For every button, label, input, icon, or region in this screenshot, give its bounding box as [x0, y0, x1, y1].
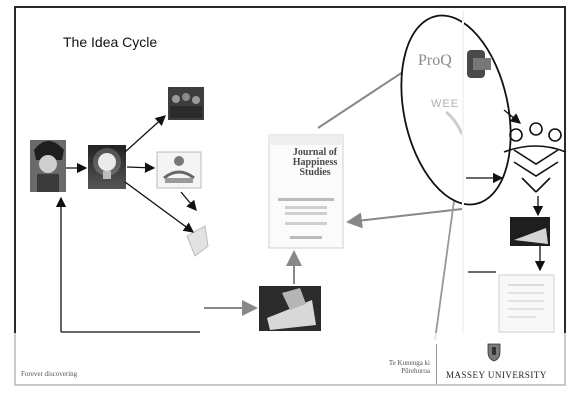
writing-hand-icon	[186, 225, 209, 257]
handshake-icon	[156, 151, 202, 189]
journal-cover-icon	[268, 134, 344, 249]
readers-book-icon	[503, 122, 567, 193]
journal-title: Journal of Happiness Studies	[292, 147, 338, 178]
footer-divider	[436, 344, 437, 384]
document-icon	[498, 274, 555, 333]
person-photo-icon	[30, 140, 66, 192]
lightbulb-icon	[88, 145, 126, 189]
database-logo-icon	[400, 14, 512, 206]
slide-title: The Idea Cycle	[63, 34, 158, 50]
database-logo-label-secondary: WEE	[431, 98, 460, 110]
footer-band	[0, 333, 574, 386]
footer-maori-name: Te Kunenga ki Pūrehuroa	[388, 359, 430, 375]
university-name: MASSEY UNIVERSITY	[446, 370, 547, 380]
writing-hand-icon	[259, 286, 321, 331]
database-logo-label: ProQ	[418, 52, 452, 69]
group-photo-icon	[168, 87, 204, 120]
massey-crest-icon	[487, 343, 501, 362]
writing-hand-icon	[510, 217, 550, 246]
footer-tagline: Forever discovering	[21, 370, 78, 378]
